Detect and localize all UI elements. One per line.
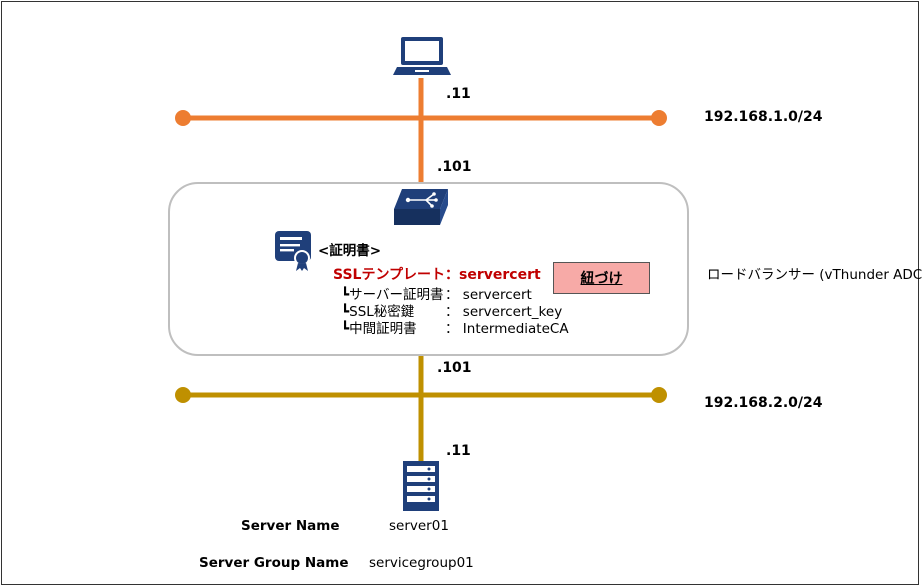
client-address: .11 (446, 86, 471, 102)
ssl-line-intermediate: ┗中間証明書 ： IntermediateCA (341, 317, 569, 337)
certificate-label: <証明書> (318, 243, 382, 259)
top-network-right-endpoint (651, 110, 667, 126)
switch-icon (394, 189, 448, 225)
top-network-left-endpoint (175, 110, 191, 126)
server-icon (403, 461, 439, 511)
ssl-line-key: ┗中間証明書 (341, 321, 417, 337)
adc-top-address: .101 (437, 159, 472, 175)
ssl-line-value: ： servercert (445, 287, 532, 303)
ssl-template-title: SSLテンプレート：servercert (333, 267, 541, 283)
ssl-line-key: ┗サーバー証明書 (341, 287, 444, 303)
laptop-icon (393, 37, 451, 75)
ssl-line-server-cert: ┗サーバー証明書： servercert (341, 283, 532, 303)
ssl-line-value: ： servercert_key (445, 304, 563, 320)
ssl-line-key: ┗SSL秘密鍵 (341, 304, 415, 320)
ssl-line-value: ： IntermediateCA (445, 321, 569, 337)
server-group-label: Server Group Name (199, 555, 349, 571)
top-network-label: 192.168.1.0/24 (704, 109, 823, 125)
adc-bottom-address: .101 (437, 360, 472, 376)
server-name-label: Server Name (241, 518, 340, 534)
bottom-network-left-endpoint (175, 387, 191, 403)
bottom-network-right-endpoint (651, 387, 667, 403)
tie-button[interactable]: 紐づけ (553, 262, 650, 294)
certificate-icon (275, 231, 311, 271)
bottom-network-label: 192.168.2.0/24 (704, 395, 823, 411)
ssl-line-private-key: ┗SSL秘密鍵 ： servercert_key (341, 300, 562, 320)
adc-label: ロードバランサー (vThunder ADC) (707, 267, 922, 283)
server-name-value: server01 (389, 518, 449, 534)
server-address: .11 (446, 443, 471, 459)
server-group-value: servicegroup01 (369, 555, 474, 571)
